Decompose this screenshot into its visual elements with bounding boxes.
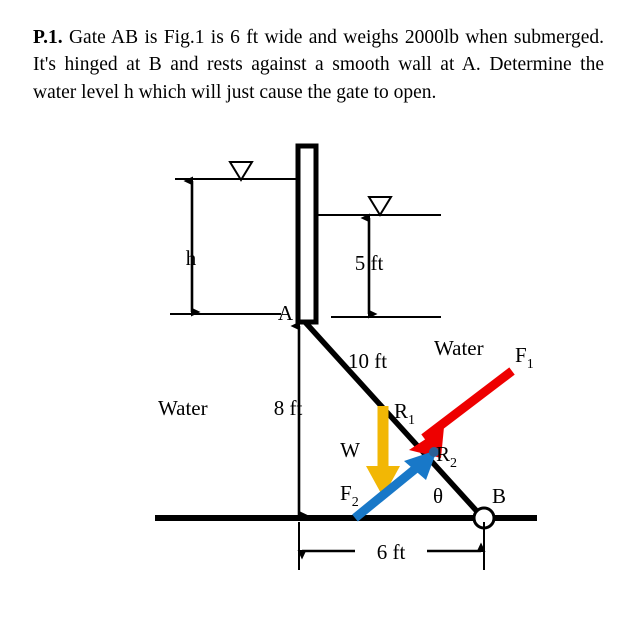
force-arrow-f2 — [352, 447, 439, 522]
angle-theta-label: θ — [433, 484, 443, 508]
point-b-label: B — [492, 484, 506, 508]
force-arrow-f1 — [409, 367, 515, 458]
force-f1-label: F1 — [515, 343, 534, 372]
dimension-6ft-label-backdrop — [355, 537, 427, 563]
gate-ab-line — [302, 320, 486, 520]
reaction-r1-label: R1 — [394, 399, 415, 428]
point-a-label: A — [278, 301, 294, 325]
problem-body: Gate AB is Fig.1 is 6 ft wide and weighs… — [33, 27, 604, 103]
force-f2-shaft — [352, 461, 423, 522]
force-f2-label: F2 — [340, 481, 359, 510]
water-surface-triangle-left — [228, 161, 254, 182]
problem-statement: P.1. Gate AB is Fig.1 is 6 ft wide and w… — [33, 24, 604, 106]
dimension-6ft-label: 6 ft — [377, 540, 406, 564]
reaction-r2-label: R2 — [436, 442, 457, 471]
water-label-right: Water — [434, 336, 484, 360]
force-arrow-w — [366, 406, 400, 497]
dimension-8ft-label: 8 ft — [274, 396, 303, 420]
water-label-left: Water — [158, 396, 208, 420]
force-f1-shaft — [421, 367, 515, 442]
force-w-label: W — [340, 438, 360, 462]
water-surface-triangle-right — [367, 196, 393, 217]
problem-number: P.1. — [33, 27, 63, 48]
force-f2-head — [404, 450, 437, 480]
dimension-10ft-label: 10 ft — [348, 349, 387, 373]
vertical-wall — [295, 143, 319, 325]
force-f2-tip-dot — [429, 447, 439, 457]
force-w-head — [366, 466, 400, 497]
dimension-5ft-label: 5 ft — [355, 251, 384, 275]
dimension-h-label: h — [186, 246, 197, 270]
